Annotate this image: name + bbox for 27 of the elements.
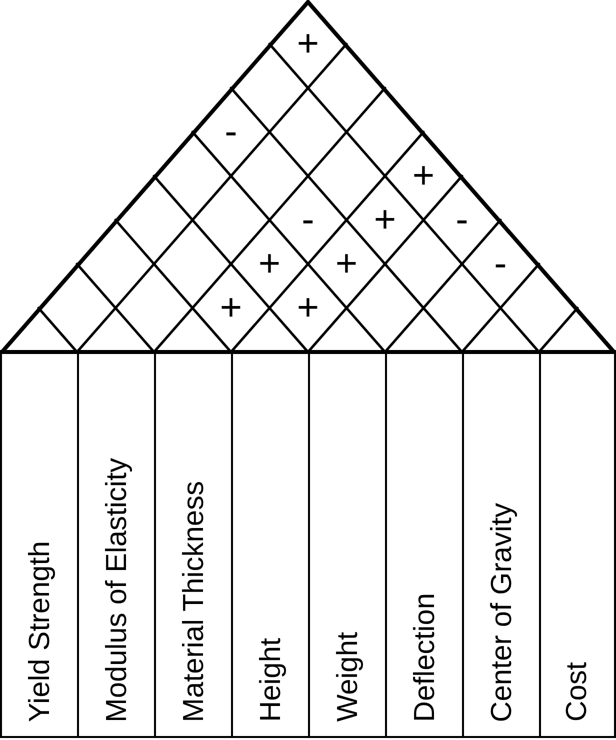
requirement-label: Material Thickness xyxy=(178,480,211,722)
requirement-column xyxy=(385,352,464,738)
correlation-symbol: - xyxy=(456,201,468,239)
correlation-symbol: + xyxy=(374,201,396,239)
requirement-label: Weight xyxy=(332,632,365,722)
correlation-symbol: + xyxy=(412,157,435,195)
requirement-label: Center of Gravity xyxy=(486,502,519,722)
requirement-label: Cost xyxy=(561,662,594,722)
correlation-symbol: + xyxy=(258,245,281,283)
correlation-symbol: - xyxy=(302,201,314,239)
correlation-symbol: + xyxy=(220,289,242,327)
correlation-symbol: + xyxy=(335,245,358,283)
correlation-symbol: + xyxy=(296,289,320,327)
requirement-column xyxy=(0,352,79,738)
requirement-label: Yield Strength xyxy=(24,540,57,722)
requirement-column xyxy=(308,352,387,738)
correlation-symbol: + xyxy=(296,25,320,63)
requirement-label: Height xyxy=(255,638,288,722)
requirement-label: Deflection xyxy=(409,593,442,722)
requirement-label: Modulus of Elasticity xyxy=(101,458,134,722)
requirement-column xyxy=(462,352,541,738)
requirement-column xyxy=(77,352,156,738)
requirement-column xyxy=(154,352,233,738)
correlation-symbol: - xyxy=(224,113,238,151)
correlation-symbol: - xyxy=(494,245,507,283)
requirement-column xyxy=(231,352,310,738)
requirement-column xyxy=(539,352,616,738)
